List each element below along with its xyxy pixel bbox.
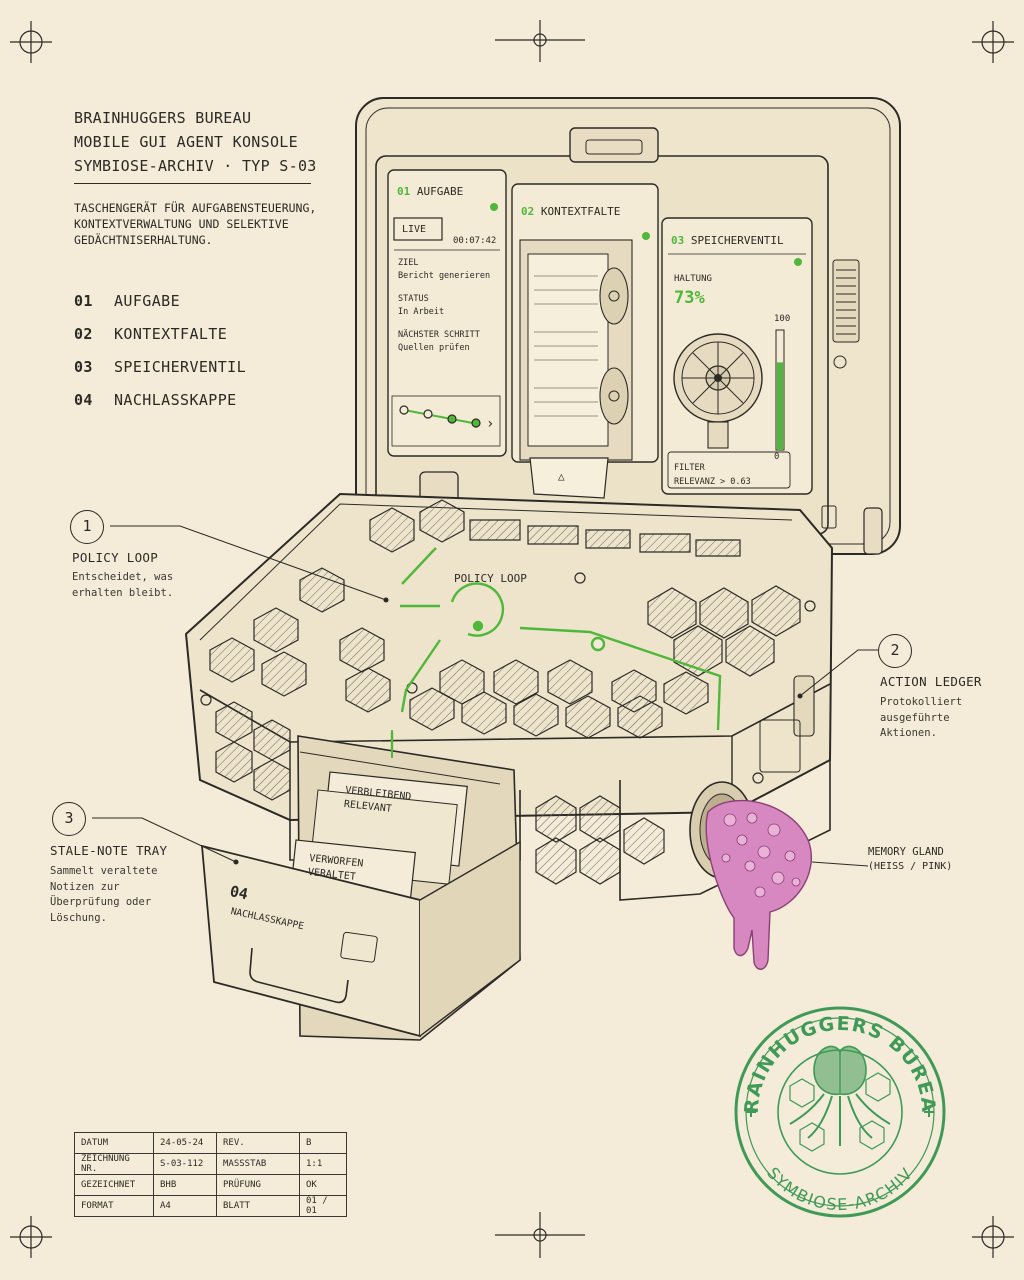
- description-line-2: KONTEXTVERWALTUNG UND SELEKTIVE: [74, 217, 289, 231]
- drawer-number: 04: [228, 882, 250, 904]
- table-row: FORMAT A4 BLATT 01 / 01: [74, 1195, 347, 1217]
- eject-icon[interactable]: △: [558, 470, 565, 483]
- live-badge: LIVE: [402, 224, 427, 235]
- bureau-stamp: [734, 1006, 946, 1218]
- table-row: DATUM 24-05-24 REV. B: [74, 1132, 347, 1154]
- sheet-description: TASCHENGERÄT FÜR AUFGABENSTEUERUNG, KONT…: [74, 200, 316, 248]
- description-line-1: TASCHENGERÄT FÜR AUFGABENSTEUERUNG,: [74, 201, 317, 215]
- callout-2: ACTION LEDGER Protokolliert ausgeführte …: [880, 674, 982, 739]
- sheet-header: BRAINHUGGERS BUREAU MOBILE GUI AGENT KON…: [74, 106, 317, 178]
- title-block-table: DATUM 24-05-24 REV. B ZEICHNUNG NR. S-03…: [74, 1132, 347, 1217]
- description-line-3: GEDÄCHTNISERHALTUNG.: [74, 233, 213, 247]
- memory-gland: [705, 799, 813, 970]
- table-row: ZEICHNUNG NR. S-03-112 MASSSTAB 1:1: [74, 1153, 347, 1175]
- callout-3-number: 3: [52, 802, 86, 836]
- retention-label: HALTUNG: [674, 274, 712, 284]
- header-divider: [74, 183, 311, 184]
- header-line-3: SYMBIOSE-ARCHIV · TYP S-03: [74, 157, 317, 175]
- screen-panel-3-frame: [661, 217, 813, 495]
- callout-2-number: 2: [878, 634, 912, 668]
- next-arrow-icon[interactable]: ›: [486, 416, 495, 432]
- callout-3: STALE-NOTE TRAY Sammelt veraltete Notize…: [50, 843, 168, 924]
- screen-panel-1-frame: [387, 169, 507, 457]
- stamp-bottom-text: SYMBIOSE-ARCHIV: [763, 1164, 917, 1215]
- stale-note-drawer: [200, 735, 521, 1041]
- task-timer: 00:07:42: [453, 236, 497, 246]
- retention-value: 73%: [674, 288, 705, 308]
- panel-2-heading: 02 KONTEXTFALTE: [521, 205, 621, 218]
- card-discarded: VERWORFEN VERALTET: [307, 852, 364, 883]
- policy-loop-label: POLICY LOOP: [454, 572, 527, 585]
- header-line-2: MOBILE GUI AGENT KONSOLE: [74, 133, 298, 151]
- callout-1-number: 1: [70, 510, 104, 544]
- callout-1: POLICY LOOP Entscheidet, was erhalten bl…: [72, 550, 174, 599]
- scale-min: 0: [774, 452, 780, 462]
- table-row: GEZEICHNET BHB PRÜFUNG OK: [74, 1174, 347, 1196]
- relevance-filter: FILTER RELEVANZ > 0.63: [674, 463, 751, 487]
- panel-3-heading: 03 SPEICHERVENTIL: [671, 234, 784, 247]
- memory-gland-label: MEMORY GLAND (HEISS / PINK): [868, 846, 953, 872]
- callout-leaders: [92, 525, 878, 867]
- retention-level-fill: [777, 362, 783, 450]
- header-line-1: BRAINHUGGERS BUREAU: [74, 109, 252, 127]
- screen-panel-2-frame: [511, 183, 659, 499]
- panel-1-heading: 01 AUFGABE: [397, 185, 464, 198]
- scale-max: 100: [774, 314, 791, 324]
- task-details: ZIEL Bericht generieren STATUS In Arbeit…: [398, 258, 491, 353]
